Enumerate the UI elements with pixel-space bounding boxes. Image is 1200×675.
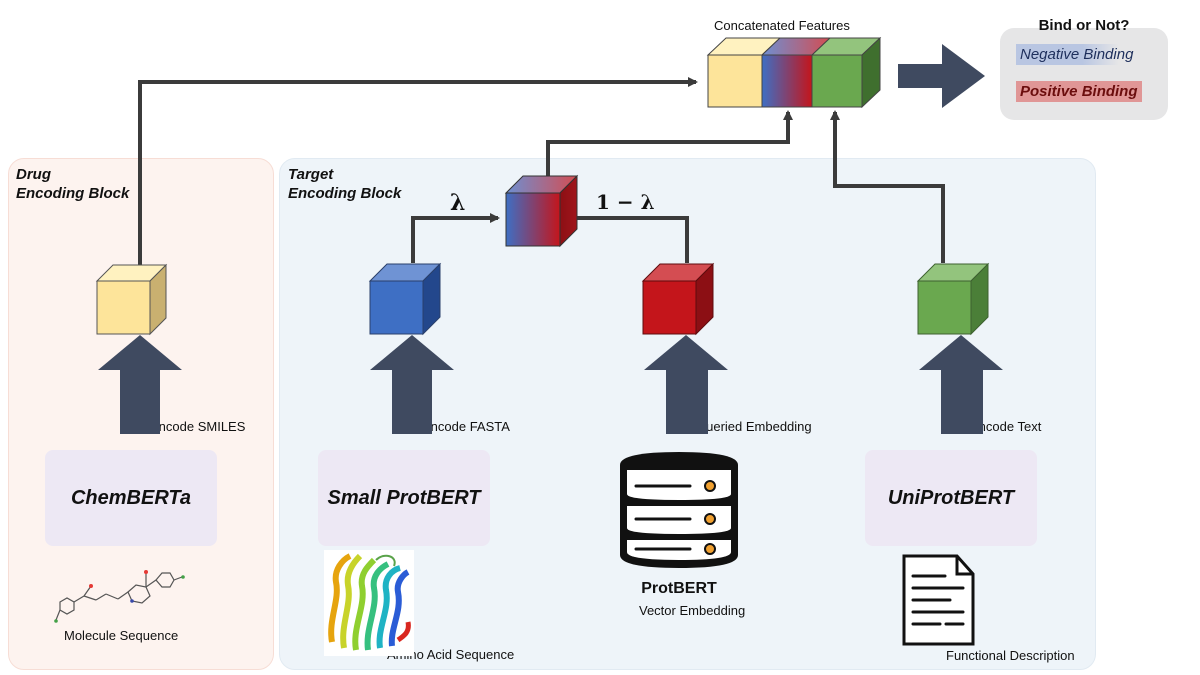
protein-structure-image	[324, 550, 414, 656]
drug-panel-title: Drug Encoding Block	[16, 165, 129, 203]
chemberta-model-box: ChemBERTa	[45, 450, 217, 546]
vector-embedding-label: Vector Embedding	[639, 603, 746, 618]
lambda-weight-label: λ	[450, 190, 466, 216]
db-to-mix-line	[563, 213, 689, 263]
amino-acid-sequence-label: Amino Acid Sequence	[387, 647, 515, 662]
encode-text-arrow	[919, 335, 1003, 434]
encode-fasta-arrow	[370, 335, 454, 434]
uniprotbert-label: UniProtBERT	[887, 486, 1015, 509]
connectors	[138, 77, 945, 282]
chemberta-label: ChemBERTa	[70, 486, 192, 509]
encode-fasta-label: Encode FASTA	[422, 419, 510, 434]
encode-smiles-label: Encode SMILES	[150, 419, 246, 434]
text-feature-cube	[916, 262, 990, 336]
functional-description-label: Functional Description	[946, 648, 1075, 663]
output-title: Bind or Not?	[1038, 17, 1130, 34]
molecule-sequence-label: Molecule Sequence	[64, 628, 179, 643]
binding-output-box	[1000, 28, 1168, 120]
uniprotbert-model-box: UniProtBERT	[865, 450, 1037, 546]
molecule-atom-marks	[54, 570, 185, 623]
negative-binding-tag: Negative Binding	[1016, 44, 1138, 65]
protbert-db-name: ProtBERT	[641, 580, 717, 597]
target-title-line1: Target	[288, 166, 334, 183]
queried-embedding-label: Queried Embedding	[696, 419, 812, 434]
encode-arrows	[98, 44, 1003, 434]
db-feature-cube	[641, 262, 715, 336]
small-protbert-label: Small ProtBERT	[327, 486, 481, 509]
fasta-feature-cube	[368, 262, 442, 336]
drug-to-concat-line	[138, 77, 698, 282]
output-arrow	[898, 44, 985, 108]
mixed-target-cube	[504, 174, 579, 248]
concatenated-feature-block	[706, 36, 882, 109]
molecule-structure-image	[55, 572, 183, 621]
text-to-concat-line	[830, 110, 945, 263]
one-minus-lambda-label: 1 − λ	[596, 190, 655, 214]
fasta-to-mix-line	[411, 213, 500, 263]
document-icon	[902, 554, 975, 646]
encode-text-label: Encode Text	[970, 419, 1042, 434]
drug-feature-cube	[95, 263, 168, 336]
encode-smiles-arrow	[98, 335, 182, 434]
concatenated-features-label: Concatenated Features	[714, 18, 850, 33]
positive-binding-tag: Positive Binding	[1016, 81, 1142, 102]
drug-title-line1: Drug	[16, 166, 51, 183]
queried-embedding-arrow	[644, 335, 728, 434]
target-panel-title: Target Encoding Block	[288, 165, 401, 203]
target-title-line2: Encoding Block	[288, 185, 402, 202]
small-protbert-model-box: Small ProtBERT	[318, 450, 490, 546]
database-icon	[620, 452, 738, 568]
mix-to-concat-line	[546, 110, 793, 176]
drug-title-line2: Encoding Block	[16, 185, 130, 202]
